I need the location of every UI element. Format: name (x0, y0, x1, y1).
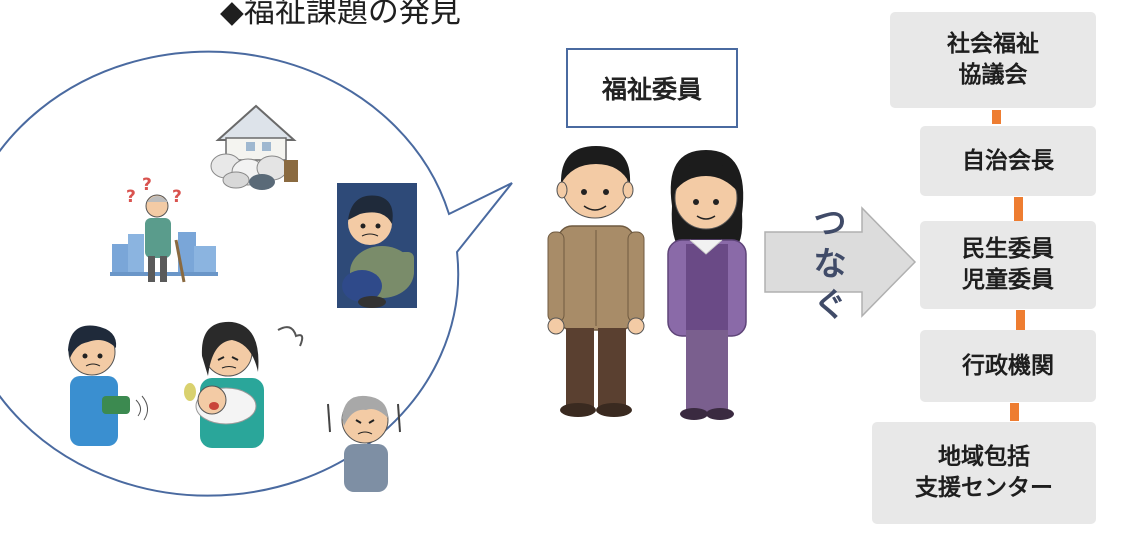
org-welfare-commissioners: 民生委員 児童委員 (920, 221, 1096, 309)
welfare-commissioner-box: 福祉委員 (566, 48, 738, 128)
mother-with-crying-baby-icon (184, 321, 304, 448)
org-connector (992, 110, 1001, 124)
org-neighborhood-association: 自治会長 (920, 126, 1096, 196)
svg-text:?: ? (142, 175, 152, 195)
org-connector (1014, 197, 1023, 221)
welfare-commissioner-label: 福祉委員 (601, 75, 702, 104)
cluttered-house-icon (210, 104, 298, 190)
org-connector (1016, 310, 1025, 330)
connect-char: つ (813, 203, 847, 242)
svg-text:?: ? (126, 187, 136, 207)
welfare-commissioner-woman-icon (667, 150, 747, 420)
connect-label: つ な ぐ (808, 202, 852, 325)
org-connector (1010, 403, 1019, 421)
worried-elderly-icon (327, 395, 401, 492)
isolated-child-icon (337, 183, 417, 308)
connect-arrow (764, 206, 917, 318)
org-government-agency: 行政機関 (920, 330, 1096, 402)
connect-char: な (813, 244, 847, 283)
confused-elderly-icon: ? ? ? (110, 175, 218, 283)
child-with-wallet-icon (68, 325, 148, 446)
welfare-commissioner-man-icon (547, 146, 645, 417)
svg-text:?: ? (172, 187, 182, 207)
org-social-welfare-council: 社会福祉 協議会 (890, 12, 1096, 108)
connect-char: ぐ (813, 285, 847, 324)
page-title: ◆福祉課題の発見 (220, 0, 461, 30)
org-community-support-center: 地域包括 支援センター (872, 422, 1096, 524)
